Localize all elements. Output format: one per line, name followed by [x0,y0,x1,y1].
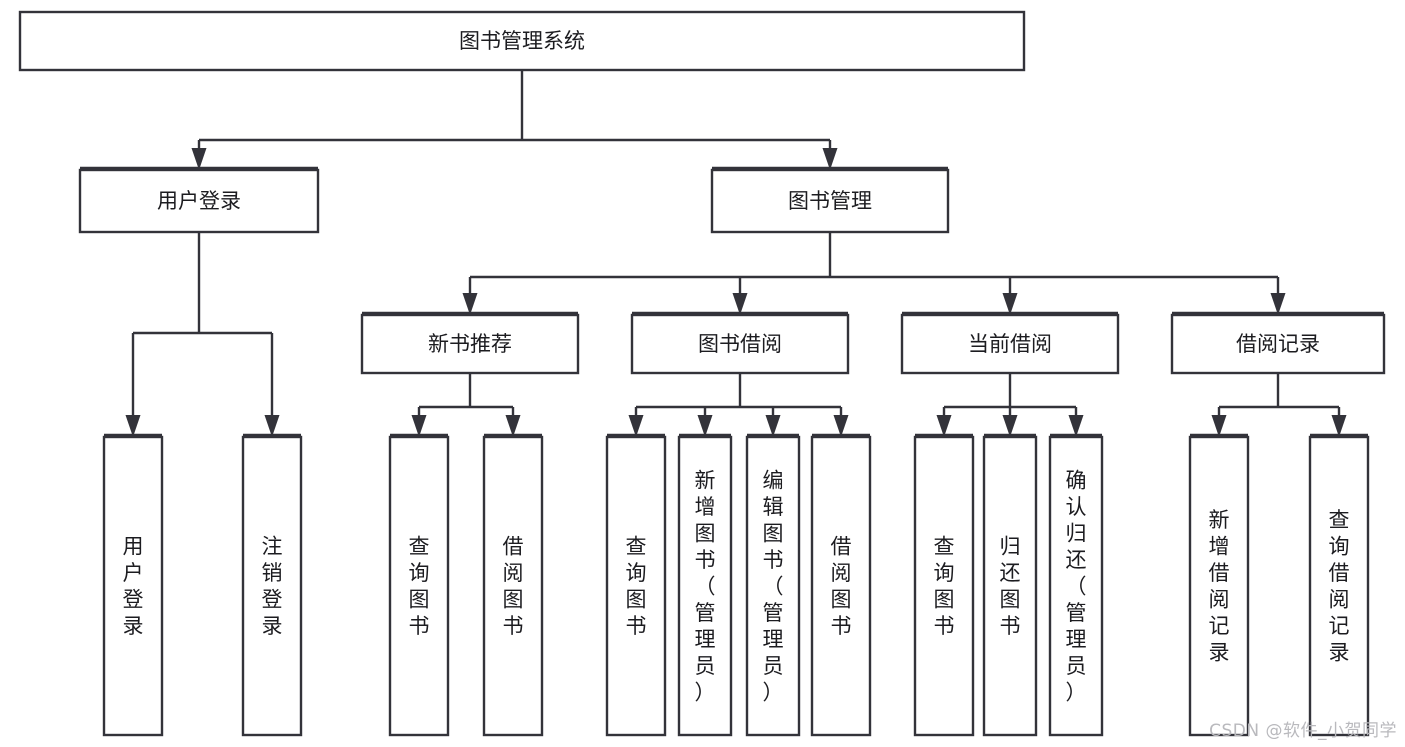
node-box[interactable] [1048,435,1104,737]
node-book-borrow[interactable]: 图书借阅 [630,313,850,375]
node-box[interactable] [241,435,303,737]
arrow-head-icon [833,415,849,437]
node-label: 借阅图书 [831,535,852,639]
node-box[interactable] [810,435,872,737]
connector-group-current-borrow [915,373,1102,437]
node-label: 查询图书 [934,535,955,639]
node-label: 归还图书 [1000,535,1021,639]
arrow-head-icon [1270,293,1286,315]
node-leaf-user-login[interactable]: 用户登录 [102,435,164,737]
connector-group-borrow-record [1190,373,1368,437]
node-box[interactable] [745,435,801,737]
csdn-watermark: CSDN @软件_小贺同学 [1209,721,1397,741]
node-leaf-logout[interactable]: 注销登录 [241,435,303,737]
node-leaf-query-book-3[interactable]: 查询图书 [913,435,975,737]
arrow-head-icon [1068,415,1084,437]
node-borrow-record[interactable]: 借阅记录 [1170,313,1386,375]
node-box[interactable] [605,435,667,737]
node-leaf-edit-book[interactable]: 编辑图书（管理员） [745,435,801,737]
node-box[interactable] [1308,435,1370,737]
node-label: 图书管理 [788,189,872,213]
node-box[interactable] [900,313,1120,375]
node-box[interactable] [982,435,1038,737]
node-box[interactable] [710,168,950,234]
arrow-head-icon [125,415,141,437]
node-box[interactable] [78,168,320,234]
node-label: 确认归还（管理员） [1066,468,1087,704]
connector-group-book-manage [362,232,1384,315]
node-label: 新增借阅记录 [1209,508,1230,665]
node-box[interactable] [18,10,1026,72]
connector-group-root [80,70,948,170]
node-leaf-return-book[interactable]: 归还图书 [982,435,1038,737]
node-label: 新书推荐 [428,332,512,356]
node-label: 用户登录 [123,535,144,639]
connector-group-new-book-rec [390,373,542,437]
arrow-head-icon [697,415,713,437]
connector-group-user-login [104,232,301,437]
node-label: 编辑图书（管理员） [763,468,784,704]
arrow-head-icon [505,415,521,437]
node-leaf-query-record[interactable]: 查询借阅记录 [1308,435,1370,737]
node-leaf-add-book[interactable]: 新增图书（管理员） [677,435,733,737]
node-leaf-query-book-2[interactable]: 查询图书 [605,435,667,737]
node-box[interactable] [388,435,450,737]
node-label: 当前借阅 [968,332,1052,356]
node-label: 用户登录 [157,189,241,213]
node-root[interactable]: 图书管理系统 [18,10,1026,72]
node-box[interactable] [102,435,164,737]
node-box[interactable] [482,435,544,737]
arrow-head-icon [628,415,644,437]
node-box[interactable] [630,313,850,375]
arrow-head-icon [765,415,781,437]
node-box[interactable] [1170,313,1386,375]
node-box[interactable] [913,435,975,737]
arrow-head-icon [264,415,280,437]
node-current-borrow[interactable]: 当前借阅 [900,313,1120,375]
node-label: 查询借阅记录 [1329,508,1350,665]
arrow-head-icon [1211,415,1227,437]
node-label: 借阅记录 [1236,332,1320,356]
node-label: 图书管理系统 [459,29,585,53]
node-leaf-query-book-1[interactable]: 查询图书 [388,435,450,737]
node-label: 图书借阅 [698,332,782,356]
node-leaf-borrow-book-1[interactable]: 借阅图书 [482,435,544,737]
arrow-head-icon [1002,415,1018,437]
node-layer: 图书管理系统用户登录图书管理新书推荐图书借阅当前借阅借阅记录用户登录注销登录查询… [18,10,1386,737]
node-leaf-confirm-return[interactable]: 确认归还（管理员） [1048,435,1104,737]
arrow-head-icon [462,293,478,315]
node-label: 注销登录 [262,535,283,639]
node-user-login[interactable]: 用户登录 [78,168,320,234]
node-book-manage[interactable]: 图书管理 [710,168,950,234]
arrow-head-icon [732,293,748,315]
node-label: 查询图书 [409,535,430,639]
node-box[interactable] [360,313,580,375]
connector-group-book-borrow [607,373,870,437]
node-box[interactable] [1188,435,1250,737]
node-new-book-rec[interactable]: 新书推荐 [360,313,580,375]
node-label: 借阅图书 [503,535,524,639]
node-leaf-borrow-book-2[interactable]: 借阅图书 [810,435,872,737]
arrow-head-icon [822,148,838,170]
node-label: 查询图书 [626,535,647,639]
arrow-head-icon [411,415,427,437]
node-label: 新增图书（管理员） [695,468,716,704]
arrow-head-icon [936,415,952,437]
node-box[interactable] [677,435,733,737]
arrow-head-icon [1002,293,1018,315]
node-leaf-add-record[interactable]: 新增借阅记录 [1188,435,1250,737]
arrow-head-icon [1331,415,1347,437]
connector-layer [80,70,1384,437]
arrow-head-icon [191,148,207,170]
